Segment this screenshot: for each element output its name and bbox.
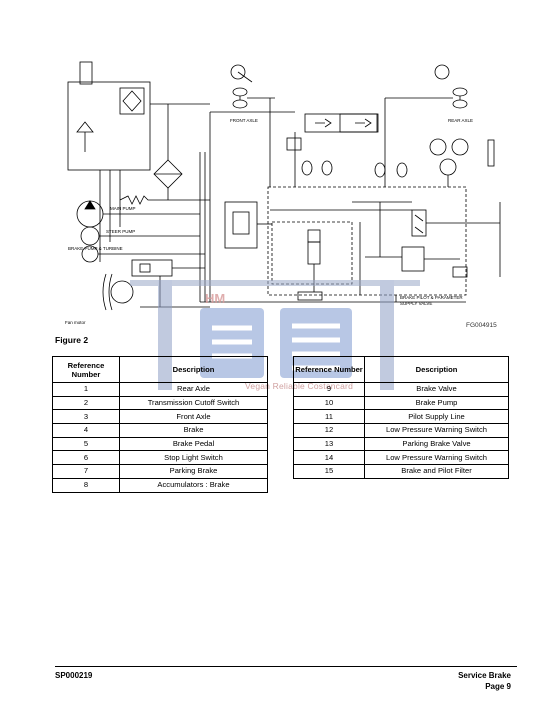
page-number: Page 9: [485, 682, 511, 691]
ref-description: Low Pressure Warning Switch: [364, 450, 509, 466]
ref-description: Low Pressure Warning Switch: [364, 423, 509, 438]
ref-description: Brake Valve: [364, 382, 509, 397]
label-rear-axle: REAR AXLE: [448, 118, 473, 123]
parking-brake-valve: [411, 209, 427, 237]
label-front-axle: FRONT AXLE: [230, 118, 258, 123]
ref-description: Brake Pedal: [119, 436, 268, 452]
ref-number: 3: [52, 409, 120, 425]
label-brake-pump: BRAKE PUMP & TURBINE: [68, 246, 123, 251]
ref-number: 11: [293, 409, 365, 425]
document-code: SP000219: [55, 671, 93, 680]
figure-caption: Figure 2: [55, 335, 89, 345]
label-steer-pump: STEER PUMP: [106, 229, 135, 234]
tank-filter-box: [119, 87, 145, 115]
pressure-switch: [301, 160, 313, 176]
ref-number: 10: [293, 395, 365, 411]
ref-number: 6: [52, 450, 120, 466]
ref-number: 12: [293, 423, 365, 438]
ref-number: 15: [293, 464, 365, 479]
ref-number: 7: [52, 464, 120, 479]
figure-id: FG004915: [466, 322, 497, 329]
ref-description: Accumulators : Brake: [119, 477, 268, 493]
ref-number: 1: [52, 382, 120, 397]
ref-description: Parking Brake Valve: [364, 436, 509, 452]
tank-filler: [79, 61, 93, 85]
table-header-row: Reference Number Description: [52, 356, 268, 383]
label-supply-valve: SUPPLY VALVE: [400, 301, 432, 306]
watermark-mark: HM: [205, 291, 226, 306]
fan-motor: [110, 280, 134, 304]
ref-number: 14: [293, 450, 365, 466]
label-brake-pilot: BRAKE PILOT & PARAMETER: [400, 295, 463, 300]
ref-description: Rear Axle: [119, 382, 268, 397]
label-main-pump: MAIN PUMP: [110, 206, 136, 211]
ref-number: 9: [293, 382, 365, 397]
ref-number: 13: [293, 436, 365, 452]
header-description: Description: [119, 356, 268, 383]
ref-description: Stop Light Switch: [119, 450, 268, 466]
ref-number: 8: [52, 477, 120, 493]
label-fan-motor: Fan motor: [65, 320, 86, 325]
ref-description: Front Axle: [119, 409, 268, 425]
footer-divider: [55, 666, 517, 667]
ref-description: Parking Brake: [119, 464, 268, 479]
header-description: Description: [364, 356, 509, 383]
ref-description: Brake and Pilot Filter: [364, 464, 509, 479]
accumulator-block: [224, 201, 258, 249]
hydraulic-tank: [67, 81, 151, 171]
ref-description: Pilot Supply Line: [364, 409, 509, 425]
header-reference-number: Reference Number: [52, 356, 120, 383]
ref-description: Transmission Cutoff Switch: [119, 395, 268, 411]
section-name: Service Brake: [458, 671, 511, 680]
ref-number: 2: [52, 395, 120, 411]
steer-pump: [80, 226, 100, 246]
ref-description: Brake: [119, 423, 268, 438]
brake-valve: [307, 241, 321, 265]
ref-number: 5: [52, 436, 120, 452]
ref-number: 4: [52, 423, 120, 438]
header-reference-number: Reference Number: [293, 356, 365, 383]
table-header-row: Reference Number Description: [293, 356, 509, 383]
ref-description: Brake Pump: [364, 395, 509, 411]
brake-hydraulic-schematic: FRONT AXLE REAR AXLE MAIN PUMP STEER PUM…: [65, 61, 501, 325]
